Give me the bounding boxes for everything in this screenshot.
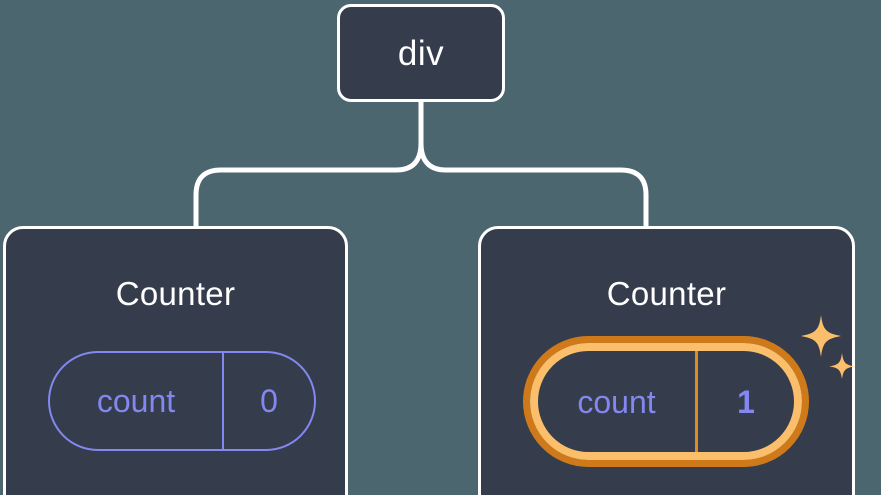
- state-key-label: count: [96, 383, 176, 419]
- state-pill-count-right[interactable]: count 1: [530, 343, 802, 460]
- state-value-label: 0: [222, 353, 314, 449]
- state-pill-count-left[interactable]: count 0: [48, 351, 316, 451]
- node-counter-right[interactable]: Counter count 1: [478, 226, 855, 495]
- connector-branch-right: [418, 140, 649, 229]
- state-key-label: count: [577, 383, 656, 420]
- node-div[interactable]: div: [337, 4, 505, 102]
- connector-branch-left: [193, 140, 424, 229]
- state-value-label: 1: [695, 351, 794, 452]
- node-div-label: div: [397, 33, 445, 73]
- state-pill-count-right-highlight-ring[interactable]: count 1: [523, 336, 809, 467]
- node-counter-left[interactable]: Counter count 0: [3, 226, 348, 495]
- node-counter-right-title: Counter: [606, 275, 727, 312]
- node-counter-left-title: Counter: [115, 275, 236, 312]
